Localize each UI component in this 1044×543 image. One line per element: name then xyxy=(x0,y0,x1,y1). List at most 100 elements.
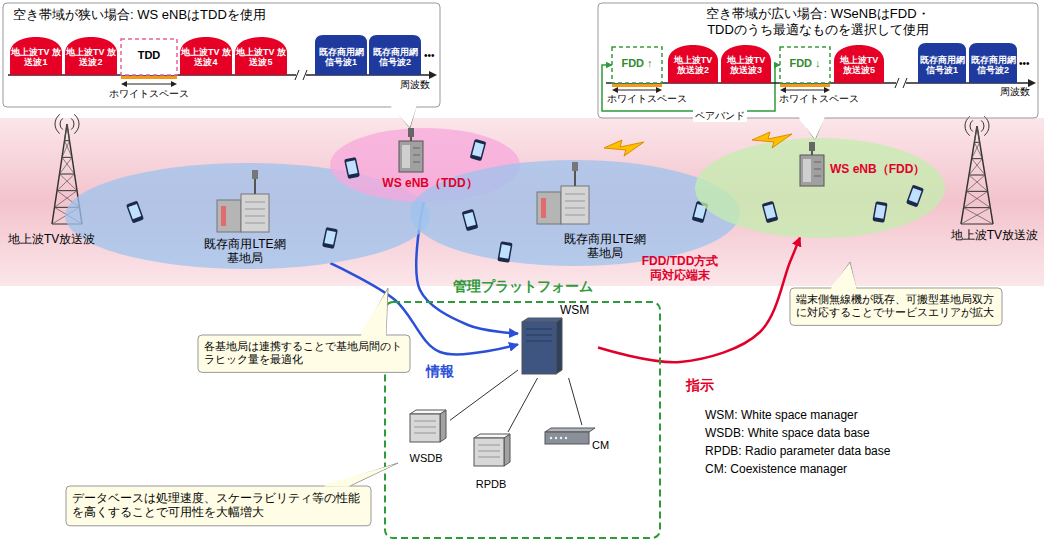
node-label: 既存商用網 信号波1 xyxy=(316,47,366,68)
radio-wave xyxy=(74,114,79,133)
signal-shape xyxy=(918,43,966,83)
whitespace-bar xyxy=(612,84,662,87)
whitespace-slot: FDD ↑ xyxy=(612,47,662,83)
callout-seam xyxy=(361,291,387,337)
node-label: WS eNB（TDD） xyxy=(375,176,485,190)
node-art xyxy=(10,37,62,75)
enb-panel xyxy=(402,145,410,168)
note-callout: 端末側無線機が既存、可搬型基地局双方に対応することでサービスエリアが拡大 xyxy=(790,288,1002,325)
server-body xyxy=(474,438,504,466)
node-art xyxy=(410,410,446,442)
phone-icon xyxy=(470,139,487,161)
base-station-cabinet xyxy=(537,192,561,224)
node-label: TDD xyxy=(121,49,177,62)
cabinet-slot xyxy=(245,223,265,224)
ellipsis-mark: ••• xyxy=(1019,58,1037,70)
cabinet-slot xyxy=(245,216,265,217)
phone-body xyxy=(470,139,487,161)
node-outline xyxy=(542,425,632,461)
node-label: 既存商用網 信号波2 xyxy=(370,47,420,68)
tower-label: 地上波TV放送波 xyxy=(938,228,1038,242)
note-callout: データベースは処理速度、スケーラビリティ等の性能を高くすることで可用性を大幅増大 xyxy=(66,486,371,526)
node-art xyxy=(66,463,398,526)
span-arrowhead xyxy=(656,87,662,93)
node-label: 地上波TV 放送波1 xyxy=(11,47,61,68)
tower-brace xyxy=(969,175,988,191)
phone-body xyxy=(322,227,338,249)
signal-bump: 既存商用網 信号波2 xyxy=(369,35,421,75)
callout-seam xyxy=(831,264,857,290)
signal-bump: 既存商用網 信号波1 xyxy=(918,43,966,83)
label-slot: WSDB: White space data base xyxy=(705,426,1035,440)
phone-body xyxy=(126,201,144,224)
label-slot: 地上波TV放送波 xyxy=(8,232,118,246)
server-body xyxy=(410,414,440,442)
whitespace-outline xyxy=(780,47,830,83)
signal-bump: 地上波TV 放送波4 xyxy=(180,35,232,75)
antenna-mast xyxy=(254,178,256,194)
phone-icon xyxy=(872,201,887,223)
tower-brace xyxy=(961,224,993,225)
span-arrow xyxy=(125,84,173,85)
whitespace-slot: TDD xyxy=(121,39,177,75)
node-label: 既存商用網 信号波1 xyxy=(919,55,965,76)
connector xyxy=(569,378,582,425)
enb-slot xyxy=(814,176,821,177)
label-slot: 周波数 xyxy=(400,79,440,91)
phone-icon xyxy=(762,201,779,223)
abbrev-note: WSM: White space manager xyxy=(705,408,1035,422)
phone-screen xyxy=(764,204,776,219)
server-slot xyxy=(526,329,552,330)
signal-bump: 地上波TV 放送波5 xyxy=(235,35,287,75)
server-icon: WSM xyxy=(518,303,598,378)
signal-shape xyxy=(668,45,718,83)
server-top xyxy=(522,318,562,322)
enb-slot xyxy=(413,155,420,156)
antenna xyxy=(809,142,815,151)
coverage-area xyxy=(410,160,740,266)
node-label: 地上波TV 放送波3 xyxy=(722,55,770,76)
server-side xyxy=(504,434,510,466)
callout-box xyxy=(598,3,1038,118)
signal-bump: 地上波TV 放送波1 xyxy=(10,35,62,75)
coverage-ellipse: 既存商用LTE網 基地局 xyxy=(410,160,740,266)
device-top xyxy=(545,428,595,432)
tower-brace xyxy=(964,207,991,208)
cabinet-slot xyxy=(565,215,585,216)
tower-label: 地上波TV放送波 xyxy=(8,232,118,246)
tower-brace xyxy=(65,124,68,141)
signal-bump: 地上波TV 放送波2 xyxy=(65,35,117,75)
label-slot: 地上波TV放送波 xyxy=(938,228,1038,242)
lightning-bolt xyxy=(604,140,644,156)
base-station-cabinet xyxy=(561,186,589,224)
node-art xyxy=(780,47,830,83)
node-art xyxy=(604,132,945,238)
phone-icon xyxy=(126,201,144,224)
phone-body xyxy=(497,241,512,263)
callout-box xyxy=(3,3,440,107)
node-art xyxy=(410,160,740,266)
antenna xyxy=(252,170,258,179)
label-slot: ホワイトスペース xyxy=(779,93,864,105)
signal-bump: 地上波TV 放送波5 xyxy=(834,43,884,83)
node-outline xyxy=(410,160,740,266)
abbrev-note: WSDB: White space data base xyxy=(705,426,1035,440)
enb-panel xyxy=(803,159,811,182)
phone-body xyxy=(462,209,479,231)
span-arrowhead xyxy=(121,81,127,87)
whitespace-label: ホワイトスペース xyxy=(779,93,864,105)
server-top xyxy=(474,434,510,438)
coverage-ellipse: WS eNB（FDD） xyxy=(695,138,945,238)
node-art xyxy=(315,35,367,75)
abbrev-note: CM: Coexistence manager xyxy=(705,462,1035,476)
node-label: 空き帯域が狭い場合: WS eNBはTDDを使用 xyxy=(13,7,428,23)
enb-slot xyxy=(413,162,420,163)
node-outline xyxy=(695,138,945,238)
axis-label: 周波数 xyxy=(400,79,440,91)
phone-icon xyxy=(462,209,479,231)
edge-label-slot: 指示 xyxy=(660,376,740,394)
tower-brace xyxy=(964,191,988,207)
